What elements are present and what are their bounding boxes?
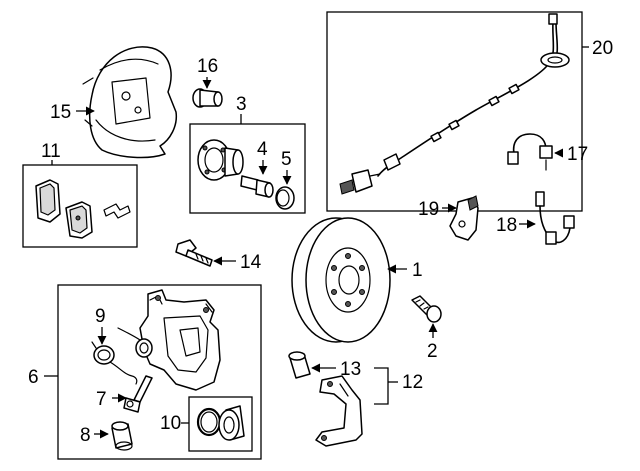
svg-text:20: 20 <box>592 38 613 59</box>
callout-6: 6 <box>28 367 58 388</box>
callout-1: 1 <box>387 260 423 281</box>
wheel-bolt-part[interactable] <box>240 175 274 198</box>
callout-11: 11 <box>41 141 61 165</box>
caliper-bracket-part[interactable] <box>315 375 363 447</box>
callout-16: 16 <box>197 56 218 89</box>
svg-text:17: 17 <box>567 144 588 165</box>
svg-text:12: 12 <box>402 372 423 393</box>
callout-8: 8 <box>80 425 109 446</box>
svg-text:15: 15 <box>50 102 71 123</box>
svg-text:18: 18 <box>496 215 517 236</box>
svg-text:3: 3 <box>236 94 247 115</box>
caliper-group-box <box>57 284 262 460</box>
svg-text:19: 19 <box>418 199 439 220</box>
brake-caliper-part[interactable] <box>117 289 221 391</box>
seal-kit-group-box <box>188 396 253 452</box>
callout-9: 9 <box>95 306 107 345</box>
pad-clip-part[interactable] <box>103 203 131 219</box>
callout-10: 10 <box>160 413 189 434</box>
callout-19: 19 <box>418 199 457 220</box>
bracket-bushing-part[interactable] <box>288 351 311 379</box>
svg-text:10: 10 <box>160 413 181 434</box>
hub-group-box <box>189 123 306 214</box>
svg-text:9: 9 <box>95 306 106 327</box>
dust-shield-part[interactable] <box>82 46 178 159</box>
brake-pads-part[interactable] <box>35 179 93 239</box>
svg-text:6: 6 <box>28 367 39 388</box>
callout-7: 7 <box>96 389 127 410</box>
callout-18: 18 <box>496 215 536 236</box>
hub-bolt-part[interactable] <box>192 88 223 108</box>
piston-seal-part[interactable] <box>196 407 222 437</box>
speed-sensor-part[interactable] <box>449 195 479 241</box>
svg-text:11: 11 <box>41 141 61 162</box>
callout-5: 5 <box>281 149 292 185</box>
caliper-piston-part[interactable] <box>218 405 245 441</box>
rotor-screw-part[interactable] <box>411 295 442 323</box>
callout-15: 15 <box>50 102 95 123</box>
svg-text:4: 4 <box>257 139 268 160</box>
parking-brake-spring-part[interactable] <box>91 341 138 385</box>
svg-text:16: 16 <box>197 56 218 77</box>
callout-13: 13 <box>311 359 361 380</box>
callout-3: 3 <box>236 94 247 124</box>
svg-text:7: 7 <box>96 389 107 410</box>
hub-cap-part[interactable] <box>275 186 295 210</box>
brake-sensor-wire-part[interactable] <box>535 191 575 245</box>
svg-text:13: 13 <box>340 359 361 380</box>
svg-text:5: 5 <box>281 149 292 170</box>
bleeder-screw-part[interactable] <box>123 375 153 413</box>
abs-sensor-harness-part[interactable] <box>339 13 570 195</box>
caliper-bolt-part[interactable] <box>175 239 213 267</box>
svg-text:1: 1 <box>412 260 423 281</box>
callout-4: 4 <box>257 139 268 175</box>
callout-17: 17 <box>554 144 588 165</box>
callout-20: 20 <box>582 38 613 59</box>
brake-pads-group-box <box>22 164 138 248</box>
svg-text:8: 8 <box>80 425 91 446</box>
brake-rotor-part[interactable] <box>291 217 391 343</box>
guide-bushing-part[interactable] <box>111 421 133 451</box>
svg-text:14: 14 <box>240 252 262 273</box>
svg-text:2: 2 <box>427 341 438 362</box>
brake-wear-sensor-part[interactable] <box>507 133 553 171</box>
callout-14: 14 <box>213 252 262 273</box>
callout-2: 2 <box>427 323 438 362</box>
wheel-hub-part[interactable] <box>197 139 244 181</box>
callout-12: 12 <box>374 367 423 405</box>
